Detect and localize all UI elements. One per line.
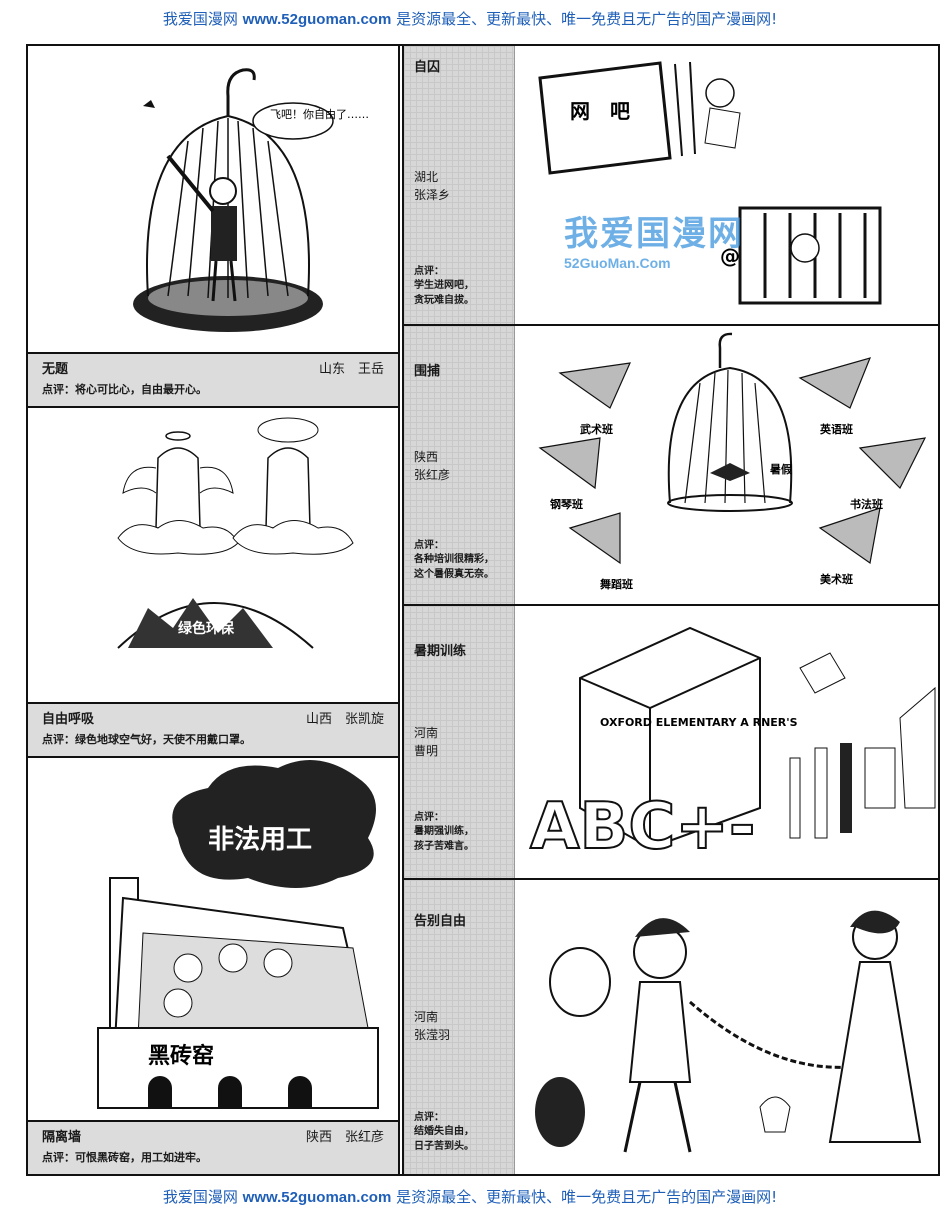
svg-text:@: @ [720, 244, 740, 268]
panel-caption: 无题 山东 王岳 点评：将心可比心，自由最开心。 [28, 352, 398, 406]
comment-line-1: 各种培训很精彩， [414, 554, 494, 565]
cartoon-panel-ziqiu: 自囚 湖北 张泽乡 点评： 学生进网吧， 贪玩难自拔。 网 吧 @ 我爱国漫网 … [402, 44, 940, 326]
birdcage-illustration: 飞吧！你自由了…… [133, 68, 369, 332]
comment-line-1: 暑期强训练， [414, 826, 474, 837]
panel-sidebar: 自囚 湖北 张泽乡 点评： 学生进网吧， 贪玩难自拔。 [404, 46, 515, 324]
cartoon-panel-gelichang: 非法用工 黑砖窑 隔离墙 陕西 张红彦 点评：可恨黑砖窑，用工如进牢。 [26, 756, 400, 1176]
banner-suffix: 是资源最全、更新最快、唯一免费且无广告的国产漫画网! [391, 10, 778, 28]
comment-line-1: 学生进网吧， [414, 280, 474, 291]
banner-suffix: 是资源最全、更新最快、唯一免费且无广告的国产漫画网! [391, 1188, 778, 1206]
panel-title: 自囚 [414, 60, 441, 75]
cartoon-panel-shuqixunlian: 暑期训练 河南 曹明 点评： 暑期强训练， 孩子苦难言。 OXFORD ELEM… [402, 604, 940, 880]
kiln-text: 黑砖窑 [148, 1043, 214, 1069]
brick-kiln-illustration: 非法用工 黑砖窑 [97, 760, 379, 1109]
net-label: 英语班 [819, 422, 853, 436]
cartoon-panel-wuti: 飞吧！你自由了…… 无题 山东 王岳 点评：将心可比心，自由最开心。 [26, 44, 400, 408]
angels-earth-illustration: 绿色环保 [117, 417, 354, 649]
net-label: 武术班 [580, 422, 613, 436]
panel-caption: 隔离墙 陕西 张红彦 点评：可恨黑砖窑，用工如进牢。 [28, 1120, 398, 1174]
earth-text: 绿色环保 [178, 620, 235, 637]
panel-author: 山东 王岳 [318, 362, 384, 377]
panel-province: 河南 [414, 1010, 439, 1024]
panel-comment: 点评：将心可比心，自由最开心。 [42, 383, 207, 396]
net-label: 美术班 [820, 572, 853, 586]
panel-comment: 点评：绿色地球空气好，天使不用戴口罩。 [42, 733, 251, 746]
panel-sidebar: 暑期训练 河南 曹明 点评： 暑期强训练， 孩子苦难言。 [404, 606, 515, 878]
comment-label: 点评： [414, 266, 444, 277]
panel-author: 张泽乡 [414, 188, 451, 202]
nets-birdcage-illustration: 暑假 武术班 英语班 钢琴班 书法班 舞蹈班 美术班 [538, 332, 927, 591]
panel-author: 张滢羽 [414, 1028, 451, 1042]
panel-author: 陕西 张红彦 [305, 1130, 384, 1145]
comment-line-2: 孩子苦难言。 [414, 841, 474, 852]
net-label: 钢琴班 [550, 497, 583, 511]
banner-prefix: 我爱国漫网 [162, 10, 243, 28]
net-label: 书法班 [850, 497, 883, 511]
letters-text: ABC+- [530, 790, 755, 864]
panel-comment: 点评：可恨黑砖窑，用工如进牢。 [42, 1151, 207, 1164]
bubble-text: 飞吧！你自由了…… [270, 107, 369, 121]
panel-title: 告别自由 [414, 914, 467, 929]
banner-site[interactable]: www.52guoman.com [242, 11, 392, 28]
panel-author: 张红彦 [414, 468, 451, 482]
internet-cafe-illustration: 网 吧 @ [538, 61, 882, 305]
comment-label: 点评： [414, 1112, 444, 1123]
panel-title: 暑期训练 [414, 644, 467, 659]
panel-province: 湖北 [414, 170, 439, 184]
panel-sidebar: 告别自由 河南 张滢羽 点评： 结婚失自由， 日子苦到头。 [404, 880, 515, 1174]
panel-province: 陕西 [414, 450, 439, 464]
panel-author: 曹明 [414, 744, 439, 758]
watermark-logo: 我爱国漫网 52GuoMan.Com [564, 214, 744, 271]
cloud-text: 非法用工 [208, 825, 312, 855]
books-stationery-illustration: OXFORD ELEMENTARY A RNER'S ABC+- [529, 626, 936, 865]
comment-line-2: 这个暑假真无奈。 [414, 569, 494, 580]
panel-caption: 自由呼吸 山西 张凯旋 点评：绿色地球空气好，天使不用戴口罩。 [28, 702, 398, 756]
comment-label: 点评： [414, 812, 444, 823]
comment-line-1: 结婚失自由， [414, 1126, 474, 1137]
bird-label: 暑假 [770, 462, 793, 476]
panel-title: 自由呼吸 [42, 712, 95, 727]
panel-title: 围捕 [414, 364, 441, 379]
panel-author: 山西 张凯旋 [305, 712, 384, 727]
comment-line-2: 贪玩难自拔。 [414, 295, 474, 306]
cartoon-panel-gaobieziyou: 告别自由 河南 张滢羽 点评： 结婚失自由， 日子苦到头。 [402, 878, 940, 1176]
cartoon-panel-weibu: 围捕 陕西 张红彦 点评： 各种培训很精彩， 这个暑假真无奈。 暑假 武术班 英… [402, 324, 940, 606]
banner-prefix: 我爱国漫网 [162, 1188, 243, 1206]
comment-line-2: 日子苦到头。 [414, 1141, 474, 1152]
marriage-chain-illustration [535, 910, 922, 1153]
comment-label: 点评： [414, 540, 444, 551]
bottom-banner[interactable]: 我爱国漫网 www.52guoman.com 是资源最全、更新最快、唯一免费且无… [0, 1186, 940, 1207]
banner-site[interactable]: www.52guoman.com [242, 1189, 392, 1206]
panel-title: 隔离墙 [42, 1130, 82, 1145]
net-label: 舞蹈班 [600, 577, 633, 591]
panel-sidebar: 围捕 陕西 张红彦 点评： 各种培训很精彩， 这个暑假真无奈。 [404, 326, 515, 604]
book-text: OXFORD ELEMENTARY A RNER'S [600, 716, 798, 729]
panel-title: 无题 [42, 362, 69, 377]
screen-text: 网 吧 [570, 99, 630, 123]
top-banner[interactable]: 我爱国漫网 www.52guoman.com 是资源最全、更新最快、唯一免费且无… [0, 8, 940, 29]
panel-province: 河南 [414, 726, 439, 740]
cartoon-panel-ziyouhuxi: 绿色环保 自由呼吸 山西 张凯旋 点评：绿色地球空气好，天使不用戴口罩。 [26, 406, 400, 758]
